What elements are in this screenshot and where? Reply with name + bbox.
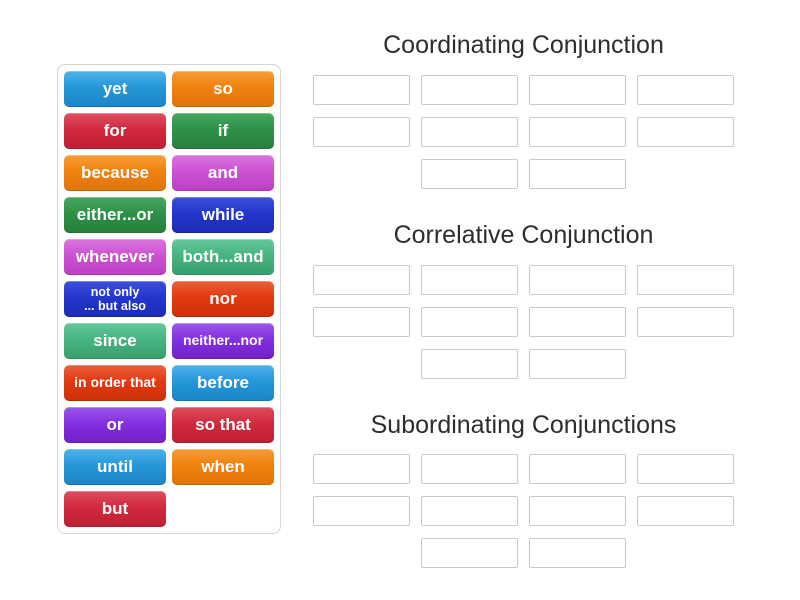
drop-slot[interactable] [421, 538, 518, 569]
word-tile[interactable]: in order that [64, 365, 166, 401]
word-tile-label: either...or [76, 204, 154, 224]
drop-slot[interactable] [637, 496, 734, 527]
drop-slot[interactable] [313, 74, 410, 105]
word-tile[interactable]: yet [64, 71, 166, 107]
drop-slot[interactable] [529, 454, 626, 485]
word-tile[interactable]: and [172, 155, 274, 191]
word-tile-label: neither...nor [182, 332, 264, 349]
word-tile-label: for [103, 120, 127, 140]
drop-slot[interactable] [421, 454, 518, 485]
drop-slot[interactable] [637, 264, 734, 295]
category-title: Correlative Conjunction [393, 220, 654, 249]
slot-row [313, 348, 734, 379]
word-tile[interactable]: either...or [64, 197, 166, 233]
drop-slot[interactable] [637, 306, 734, 337]
word-tile[interactable]: or [64, 407, 166, 443]
drop-slot[interactable] [421, 158, 518, 189]
word-tile-label: if [217, 120, 229, 140]
slot-row [313, 158, 734, 189]
word-tile-label: since [93, 330, 137, 350]
drop-slot[interactable] [313, 454, 410, 485]
drop-slot[interactable] [421, 264, 518, 295]
category-group: Subordinating Conjunctions [313, 411, 734, 569]
word-tile[interactable]: before [172, 365, 274, 401]
word-tile-label: because [80, 162, 150, 182]
drop-slot[interactable] [529, 348, 626, 379]
slot-row [313, 496, 734, 527]
drop-slot[interactable] [313, 264, 410, 295]
word-tile[interactable]: nor [172, 281, 274, 317]
category-title: Coordinating Conjunction [383, 31, 664, 59]
word-tile[interactable]: but [64, 491, 166, 527]
slot-row [313, 454, 734, 485]
slot-row [313, 116, 734, 147]
drop-slot[interactable] [529, 74, 626, 105]
category-title: Subordinating Conjunctions [370, 410, 677, 439]
drop-slot[interactable] [421, 74, 518, 105]
word-tile-label: before [197, 372, 249, 392]
drop-slot[interactable] [529, 496, 626, 527]
word-tile[interactable]: for [64, 113, 166, 149]
drop-slot[interactable] [529, 538, 626, 569]
slot-row [313, 306, 734, 337]
drop-slot[interactable] [529, 116, 626, 147]
word-tile-label: so that [195, 414, 251, 434]
word-bank-panel: yet so for if because and either...or while when… [57, 64, 281, 534]
drop-slot[interactable] [313, 496, 410, 527]
word-tile[interactable]: not only... but also [64, 281, 166, 317]
category-group: Coordinating Conjunction [313, 31, 734, 189]
drop-slot[interactable] [529, 306, 626, 337]
word-tile[interactable]: neither...nor [172, 323, 274, 359]
word-tile[interactable]: so [172, 71, 274, 107]
drop-slot[interactable] [421, 116, 518, 147]
word-tile[interactable]: because [64, 155, 166, 191]
word-tile-label: so [213, 78, 233, 98]
word-tile-label: while [201, 204, 245, 224]
word-tile-label: in order that [74, 374, 156, 391]
word-tile[interactable]: since [64, 323, 166, 359]
word-tile-label: and [207, 162, 239, 182]
word-tile[interactable]: so that [172, 407, 274, 443]
category-group: Correlative Conjunction [313, 221, 734, 379]
drop-slot[interactable] [637, 116, 734, 147]
word-tile[interactable]: until [64, 449, 166, 485]
word-tile-label: or [106, 414, 124, 434]
word-tile-label: when [201, 456, 245, 476]
word-tile-label: whenever [75, 246, 155, 266]
word-tile-label: yet [102, 78, 128, 98]
drop-slot[interactable] [637, 74, 734, 105]
slot-row [313, 74, 734, 105]
word-tile-label: nor [209, 288, 237, 308]
drop-slot[interactable] [421, 306, 518, 337]
word-tile-label: until [97, 456, 133, 476]
drop-slot[interactable] [421, 496, 518, 527]
word-tile[interactable]: when [172, 449, 274, 485]
word-tile[interactable]: whenever [64, 239, 166, 275]
drop-slot[interactable] [313, 116, 410, 147]
word-tile-label: not only... but also [84, 284, 146, 313]
drop-slot[interactable] [529, 264, 626, 295]
word-tile[interactable]: while [172, 197, 274, 233]
word-tile[interactable]: if [172, 113, 274, 149]
drop-slot[interactable] [529, 158, 626, 189]
word-tile-label: but [101, 498, 129, 518]
word-tile[interactable]: both...and [172, 239, 274, 275]
slot-row [313, 538, 734, 569]
slot-row [313, 264, 734, 295]
drop-slot[interactable] [421, 348, 518, 379]
word-tile-label: both...and [182, 246, 264, 266]
drop-slot[interactable] [313, 306, 410, 337]
drop-slot[interactable] [637, 454, 734, 485]
